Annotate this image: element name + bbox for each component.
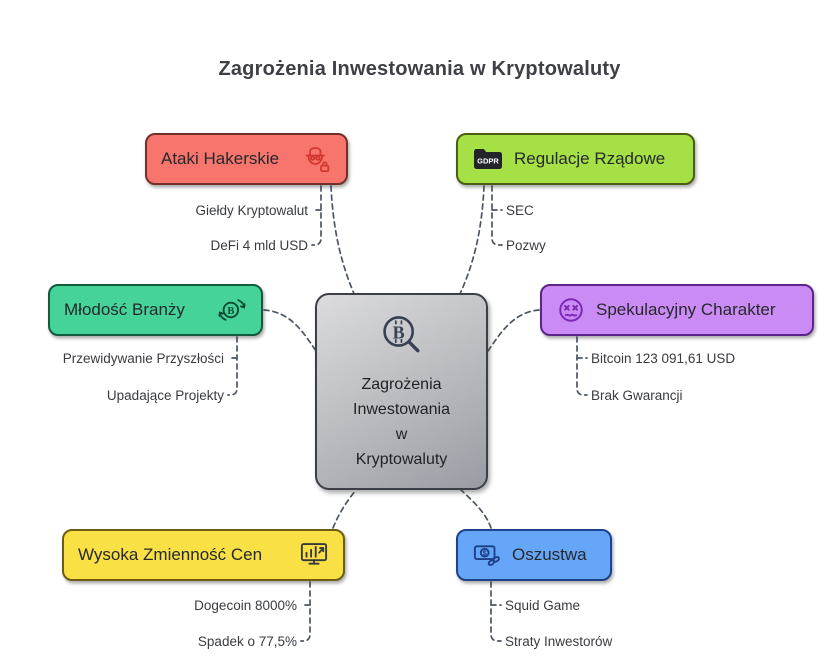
leaf-squid-game: Squid Game bbox=[505, 598, 581, 613]
leaf-straty-inwestorow: Straty Inwestorów bbox=[505, 634, 613, 649]
dizzy-face-icon bbox=[556, 295, 586, 325]
svg-text:B: B bbox=[227, 306, 234, 317]
node-mlodosc-branzy: Młodość Branży B bbox=[48, 284, 263, 336]
connector-oszustwa-center bbox=[460, 489, 492, 529]
node-label: Spekulacyjny Charakter bbox=[596, 300, 776, 319]
node-label: Wysoka Zmienność Cen bbox=[78, 545, 263, 564]
center-label-line: Inwestowania bbox=[353, 401, 450, 418]
leaf-defi-4-mld-usd: DeFi 4 mld USD bbox=[210, 238, 308, 253]
leaf-upadajace-projekty: Upadające Projekty bbox=[106, 388, 224, 403]
connector-spekulacyjny-leaf2 bbox=[576, 336, 588, 396]
connector-wysoka-center bbox=[332, 489, 357, 529]
leaf-przewidywanie-przyszlosci: Przewidywanie Przyszłości bbox=[62, 351, 224, 366]
center-label-line: Kryptowaluty bbox=[355, 451, 448, 468]
center-label-line: w bbox=[395, 426, 408, 443]
node-ataki-hakerskie: Ataki Hakerskie bbox=[145, 133, 348, 185]
node-label: Oszustwa bbox=[512, 545, 587, 564]
svg-text:B: B bbox=[392, 322, 404, 342]
connector-mlodosc-leaf2 bbox=[227, 336, 238, 396]
node-spekulacyjny-charakter: Spekulacyjny Charakter bbox=[540, 284, 814, 336]
node-label: Regulacje Rządowe bbox=[514, 149, 666, 168]
svg-text:GDPR: GDPR bbox=[477, 157, 499, 166]
connector-regulacje-center bbox=[458, 185, 485, 297]
connector-ataki-leaf2 bbox=[311, 185, 322, 246]
node-oszustwa: $ Oszustwa bbox=[456, 529, 612, 581]
leaf-bitcoin-price: Bitcoin 123 091,61 USD bbox=[591, 351, 736, 366]
price-monitor-icon bbox=[299, 540, 329, 570]
gdpr-folder-icon: GDPR bbox=[472, 146, 504, 172]
leaf-pozwy: Pozwy bbox=[506, 238, 546, 253]
leaf-brak-gwarancji: Brak Gwarancji bbox=[591, 388, 683, 403]
node-label: Młodość Branży bbox=[64, 300, 185, 319]
diagram-title: Zagrożenia Inwestowania w Kryptowaluty bbox=[218, 58, 621, 80]
hacker-icon bbox=[302, 144, 332, 174]
bitcoin-exchange-icon: B bbox=[217, 295, 247, 325]
connector-wysoka-leaf2 bbox=[300, 581, 311, 642]
leaf-dogecoin-8000: Dogecoin 8000% bbox=[194, 598, 297, 613]
node-wysoka-zmiennosc-cen: Wysoka Zmienność Cen bbox=[62, 529, 345, 581]
money-fraud-icon: $ bbox=[472, 540, 502, 570]
connector-regulacje-leaf2 bbox=[491, 185, 503, 246]
connector-mlodosc-center bbox=[263, 309, 317, 352]
node-regulacje-rzadowe: GDPR Regulacje Rządowe bbox=[456, 133, 695, 185]
connector-ataki-center bbox=[330, 185, 356, 297]
leaf-gieldy-kryptowalut: Giełdy Kryptowalut bbox=[195, 203, 308, 218]
svg-text:$: $ bbox=[483, 548, 488, 557]
node-label: Ataki Hakerskie bbox=[161, 149, 280, 168]
connector-spekulacyjny-center bbox=[487, 309, 540, 352]
leaf-spadek-77-5: Spadek o 77,5% bbox=[197, 634, 297, 649]
leaf-sec: SEC bbox=[506, 203, 534, 218]
bitcoin-search-icon: B bbox=[375, 309, 429, 368]
center-label-line: Zagrożenia bbox=[361, 376, 442, 393]
connector-oszustwa-leaf2 bbox=[490, 581, 502, 642]
center-node: B Zagrożenia Inwestowania w Kryptowaluty bbox=[315, 293, 488, 490]
